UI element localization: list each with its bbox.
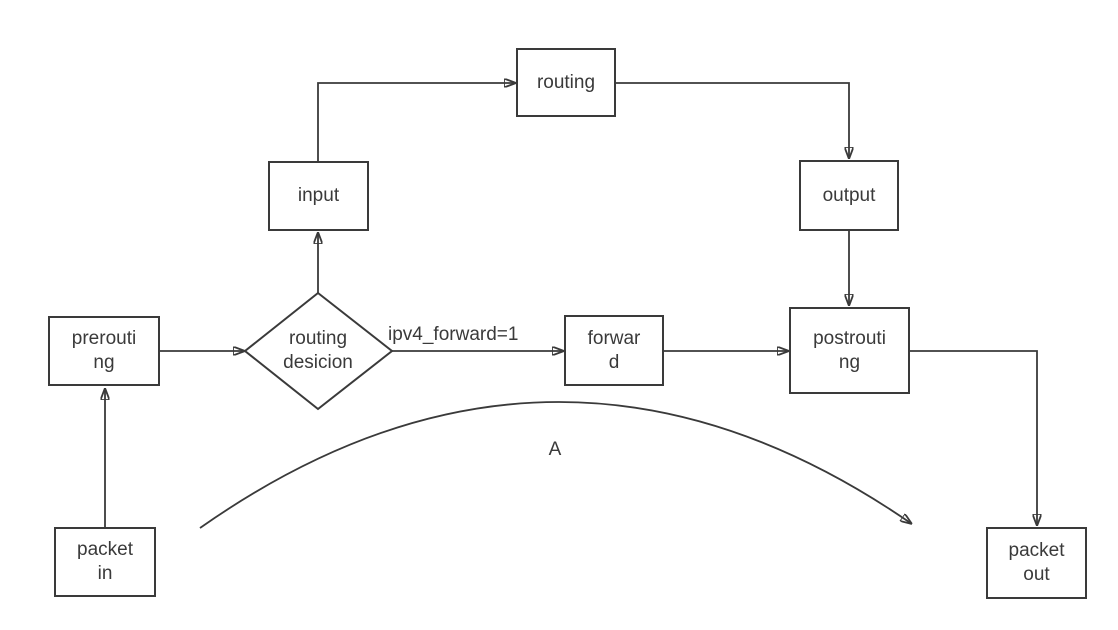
node-input-label: input	[297, 185, 340, 206]
node-input: input	[268, 161, 369, 231]
node-packet-out: packet out	[986, 527, 1087, 599]
node-output: output	[799, 160, 899, 231]
arrow-input-to-routing	[317, 83, 516, 161]
routing-decision-diamond	[243, 291, 394, 411]
arrow-routing-to-output	[616, 82, 849, 159]
node-packet-in-label: packet in	[77, 539, 133, 584]
node-packet-in: packet in	[54, 527, 156, 597]
node-output-label: output	[822, 184, 876, 206]
edge-label-ipv4-forward: ipv4_forward=1	[388, 324, 519, 345]
node-prerouting: prerouti ng	[48, 316, 160, 386]
arrow-postrouting-to-packet-out	[910, 350, 1037, 526]
node-routing-label: routing	[536, 71, 596, 93]
node-postrouting: postrouti ng	[789, 307, 910, 394]
node-postrouting-label: postrouti ng	[813, 327, 886, 373]
node-packet-out-label: packet out	[1008, 540, 1065, 585]
edge-label-a: A	[548, 439, 562, 460]
node-routing-decision-label: routing desicion	[283, 328, 353, 373]
node-routing: routing	[516, 48, 616, 117]
node-forward: forwar d	[564, 315, 664, 386]
node-prerouting-label: prerouti ng	[71, 328, 137, 373]
curved-arrow-a	[199, 401, 912, 529]
node-forward-label: forwar d	[587, 327, 641, 373]
